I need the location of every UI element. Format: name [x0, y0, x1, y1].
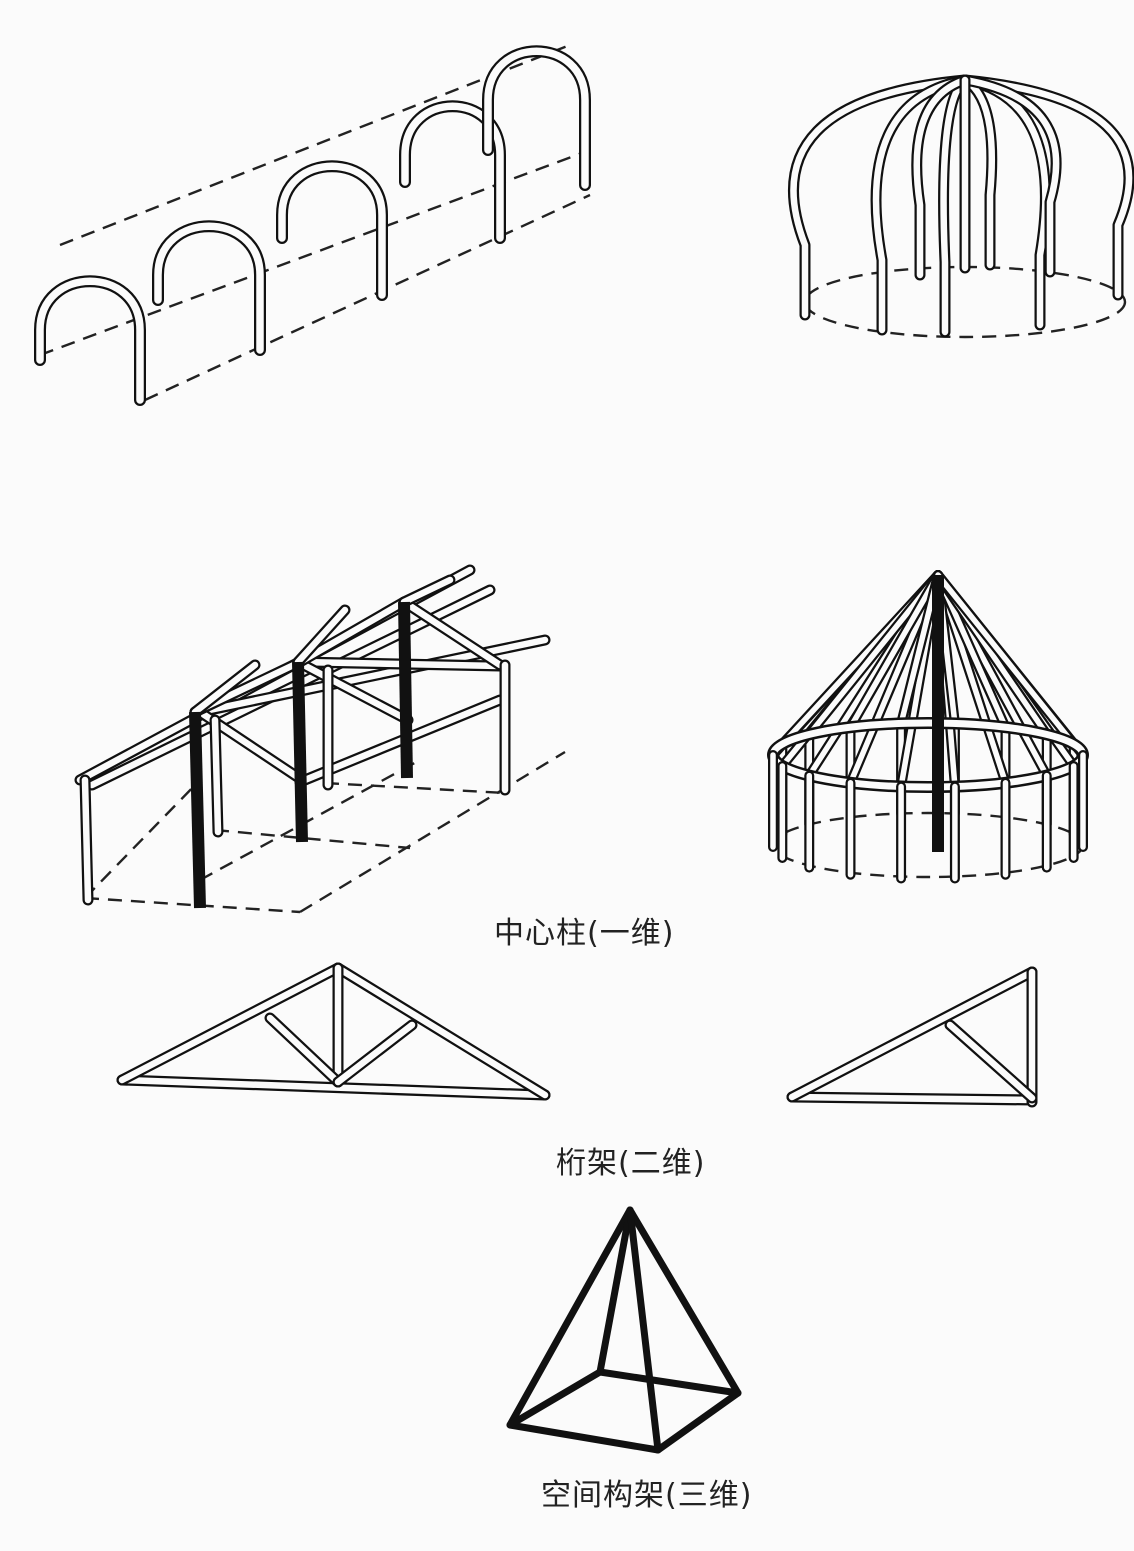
tent-base-ellipse [773, 813, 1083, 877]
truss-b-member-4-fill [950, 1025, 1032, 1098]
dome-ribs [793, 80, 1129, 332]
truss-a-member-5-fill [270, 1018, 338, 1082]
truss-a-member-6-fill [338, 1025, 412, 1082]
arch-3-outline [282, 166, 382, 295]
arch-1-fill [40, 281, 140, 400]
post-frame-drawing [80, 570, 565, 912]
dome-rib-4-outline [965, 80, 1045, 325]
truss-b-member-2-fill [792, 972, 1032, 1097]
caption-space-frame: 空间构架(三维) [541, 1470, 752, 1514]
dome-drawing [793, 80, 1129, 337]
post-frame-members [80, 570, 545, 900]
caption-truss: 桁架(二维) [556, 1138, 705, 1182]
truss-b-member-1-fill [792, 1097, 1032, 1100]
dome-base-ellipse [805, 267, 1125, 337]
arch-row-frames [40, 51, 585, 400]
truss-drawing [122, 968, 1032, 1102]
pyramid-drawing [510, 1210, 738, 1450]
arch-2-outline [158, 226, 260, 350]
arch-row-drawing [40, 45, 590, 400]
truss-a-member-2-fill [122, 968, 338, 1080]
dome-rib-4-fill [965, 80, 1045, 325]
truss-a-member-3-fill [338, 968, 545, 1095]
frame-member-11-fill [85, 780, 88, 900]
arch-row-dashes [40, 45, 590, 400]
tent-members [773, 575, 1083, 879]
caption-center-post: 中心柱(一维) [494, 908, 674, 952]
frame-member-12-fill [215, 720, 218, 832]
cone-tent-drawing [773, 575, 1083, 879]
